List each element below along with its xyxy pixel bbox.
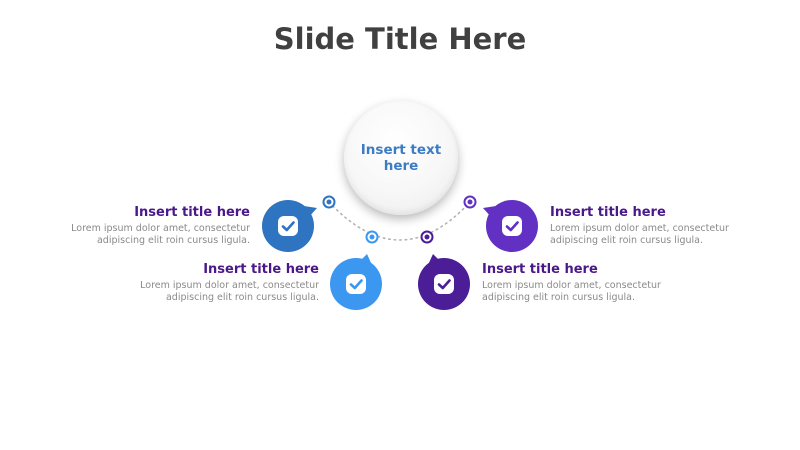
center-text-line1: Insert text (360, 142, 442, 158)
item-3-desc-line2: adipiscing elit roin cursus ligula. (482, 292, 636, 303)
node-marker-3 (420, 230, 434, 244)
node-marker-2 (365, 230, 379, 244)
item-1-description: Lorem ipsum dolor amet, consectetur adip… (71, 223, 250, 247)
slide-title: Slide Title Here (273, 22, 527, 56)
item-2-bubble (330, 254, 382, 310)
item-1-desc-line1: Lorem ipsum dolor amet, consectetur (71, 223, 250, 234)
check-icon (502, 216, 522, 236)
item-4-description: Lorem ipsum dolor amet, consectetur adip… (550, 223, 729, 247)
item-2-title: Insert title here (203, 262, 319, 277)
item-1-desc-line2: adipiscing elit roin cursus ligula. (96, 235, 250, 246)
item-1-title: Insert title here (134, 205, 250, 220)
center-text: Insert text here (356, 142, 446, 174)
item-3-description: Lorem ipsum dolor amet, consectetur adip… (482, 280, 661, 304)
item-1-bubble (262, 200, 317, 252)
item-4-desc-line1: Lorem ipsum dolor amet, consectetur (550, 223, 729, 234)
center-circle: Insert text here (344, 101, 458, 215)
item-3-bubble (418, 254, 470, 310)
check-icon (346, 274, 366, 294)
item-2-desc-line1: Lorem ipsum dolor amet, consectetur (140, 280, 319, 291)
item-2-desc-line2: adipiscing elit roin cursus ligula. (165, 292, 319, 303)
center-text-line2: here (383, 158, 419, 174)
check-icon (434, 274, 454, 294)
item-2-description: Lorem ipsum dolor amet, consectetur adip… (140, 280, 319, 304)
item-3-desc-line1: Lorem ipsum dolor amet, consectetur (482, 280, 661, 291)
item-4-desc-line2: adipiscing elit roin cursus ligula. (550, 235, 704, 246)
item-3-title: Insert title here (482, 262, 598, 277)
node-marker-1 (322, 195, 336, 209)
node-marker-4 (463, 195, 477, 209)
check-icon (278, 216, 298, 236)
item-4-bubble (483, 200, 538, 252)
item-4-title: Insert title here (550, 205, 666, 220)
